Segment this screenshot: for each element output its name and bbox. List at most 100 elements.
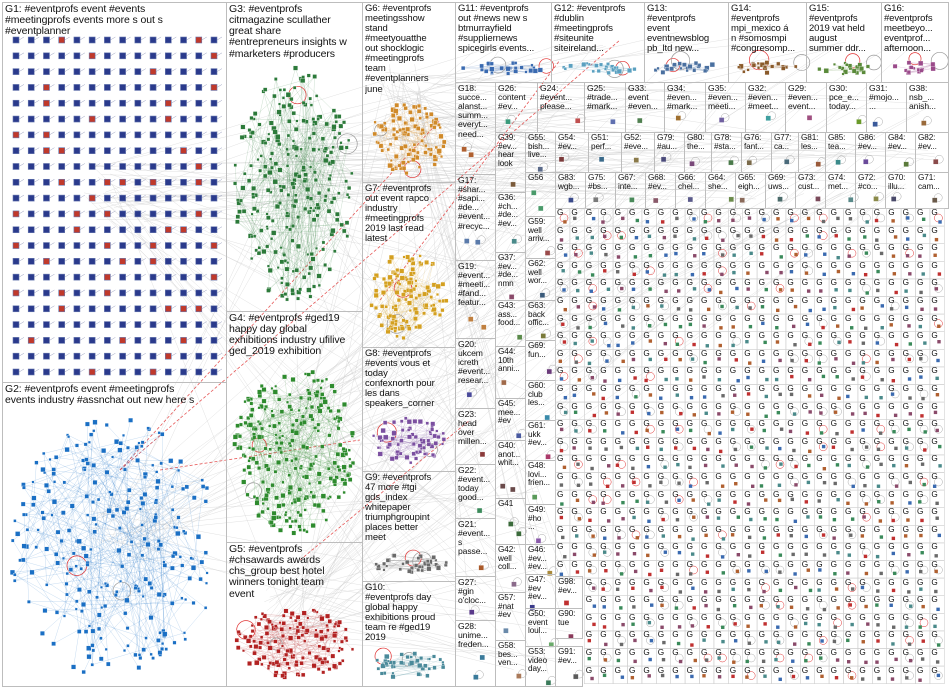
self-loop-edge [202,100,207,103]
graph-node [407,161,410,164]
graph-node [578,378,581,381]
graph-node [343,482,347,486]
graph-node [262,249,267,254]
self-loop-edge [19,163,24,166]
graph-node [426,674,430,678]
graph-node [345,146,348,149]
graph-node [149,615,153,619]
group-box [886,173,916,209]
graph-node [196,163,202,169]
graph-node [260,427,263,430]
graph-node [688,466,691,469]
graph-node [778,484,781,487]
graph-node [881,326,884,329]
graph-node [277,504,282,509]
graph-node [247,465,251,469]
graph-node [546,454,551,459]
graph-node [706,448,709,451]
graph-node [135,100,141,106]
graph-node [319,403,323,407]
graph-node [312,123,314,125]
graph-node [807,217,810,220]
graph-node [620,236,623,239]
self-loop-edge [156,353,161,356]
graph-node [169,458,174,463]
graph-node [419,656,423,660]
self-loop-edge [65,322,70,325]
graph-node [862,640,865,643]
graph-node [93,530,97,534]
graph-node [675,675,678,678]
self-loop-edge [141,369,146,372]
graph-node [88,441,91,444]
graph-node [333,640,336,643]
graph-node [13,37,19,43]
graph-node [316,203,320,207]
graph-node [414,435,418,439]
graph-node [750,465,753,468]
self-loop-edge [156,227,161,230]
self-loop-edge [65,274,70,277]
graph-node [313,426,316,429]
graph-node [679,412,682,415]
graph-node [850,448,853,451]
graph-node [138,442,140,444]
graph-node [776,62,780,66]
graph-node [266,467,270,471]
self-loop-edge [156,258,161,261]
graph-node [593,414,596,417]
self-loop-edge [49,53,54,56]
graph-node [416,151,419,154]
graph-node [134,584,137,587]
self-loop-edge [126,243,131,246]
graph-node [693,413,696,416]
graph-node [893,572,896,575]
graph-node [165,369,171,375]
graph-node [264,625,268,629]
graph-node [646,304,649,307]
graph-node [75,444,79,448]
graph-node [211,227,217,233]
self-loop-edge [95,274,100,277]
graph-node [123,611,127,615]
graph-node [150,653,153,656]
graph-node [301,415,304,418]
graph-node [254,616,257,619]
graph-node [80,567,83,570]
self-loop-edge [19,322,24,325]
graph-node [751,485,754,488]
graph-node [849,534,852,537]
graph-node [603,550,606,553]
graph-node [392,420,396,424]
self-loop-edge [80,322,85,325]
graph-node [633,552,636,555]
graph-node [606,62,609,65]
graph-node [302,119,306,123]
graph-node [117,548,122,553]
graph-node [691,537,694,540]
graph-node [603,674,606,677]
graph-node [576,570,579,573]
self-loop-edge [202,84,207,87]
self-loop-edge [19,290,24,293]
graph-node [833,518,836,521]
graph-node [150,53,156,59]
graph-node [750,445,753,448]
graph-node [278,436,281,439]
self-loop-edge [156,84,161,87]
graph-node [467,392,472,397]
graph-node [294,194,297,197]
self-loop-edge [95,211,100,214]
graph-node [318,409,323,414]
graph-node [300,661,304,665]
graph-node [678,551,681,554]
graph-node [603,605,606,608]
graph-node [779,678,782,681]
graph-node [763,429,766,432]
graph-node [689,484,692,487]
graph-node [422,131,425,134]
graph-node [710,62,715,67]
graph-node [821,326,824,329]
graph-node [150,586,153,589]
graph-node [280,246,282,248]
